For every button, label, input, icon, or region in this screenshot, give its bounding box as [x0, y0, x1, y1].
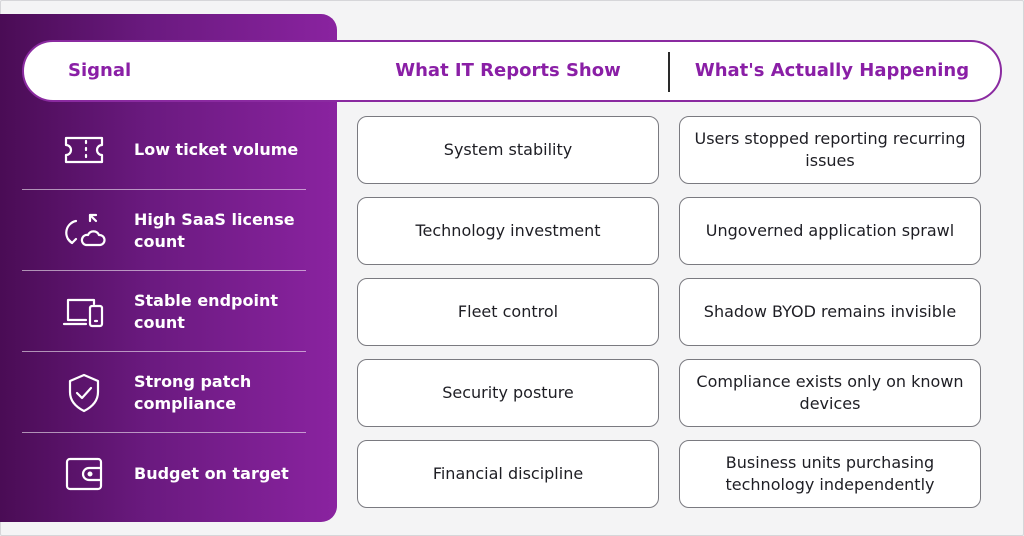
- signal-row: Stable endpoint count: [22, 272, 306, 352]
- signal-label: Stable endpoint count: [134, 291, 278, 332]
- header-actually-happening: What's Actually Happening: [694, 60, 970, 81]
- it-report-box: Security posture: [357, 359, 659, 427]
- cloud-sync-icon: [62, 209, 106, 253]
- row-separator: [22, 351, 306, 352]
- signal-row: Budget on target: [22, 434, 306, 514]
- it-report-box: Financial discipline: [357, 440, 659, 508]
- row-separator: [22, 432, 306, 433]
- it-report-box: Fleet control: [357, 278, 659, 346]
- actual-box: Compliance exists only on known devices: [679, 359, 981, 427]
- signal-label: Strong patch compliance: [134, 372, 252, 413]
- wallet-icon: [62, 452, 106, 496]
- actual-box: Ungoverned application sprawl: [679, 197, 981, 265]
- signal-row: Low ticket volume: [22, 110, 306, 190]
- header-bar: Signal What IT Reports Show What's Actua…: [22, 40, 1002, 102]
- actual-box: Shadow BYOD remains invisible: [679, 278, 981, 346]
- shield-check-icon: [62, 371, 106, 415]
- header-it-reports: What IT Reports Show: [395, 60, 621, 81]
- ticket-icon: [62, 128, 106, 172]
- row-separator: [22, 189, 306, 190]
- header-signal: Signal: [68, 60, 132, 81]
- it-report-box: Technology investment: [357, 197, 659, 265]
- actual-box: Users stopped reporting recurring issues: [679, 116, 981, 184]
- signal-row: Strong patch compliance: [22, 353, 306, 433]
- row-separator: [22, 270, 306, 271]
- it-report-box: System stability: [357, 116, 659, 184]
- signal-label: Budget on target: [134, 464, 289, 483]
- actual-box: Business units purchasing technology ind…: [679, 440, 981, 508]
- signal-label: Low ticket volume: [134, 140, 299, 159]
- signal-label: High SaaS license count: [134, 210, 295, 251]
- signal-row: High SaaS license count: [22, 191, 306, 271]
- devices-icon: [62, 290, 106, 334]
- header-divider: [668, 52, 670, 92]
